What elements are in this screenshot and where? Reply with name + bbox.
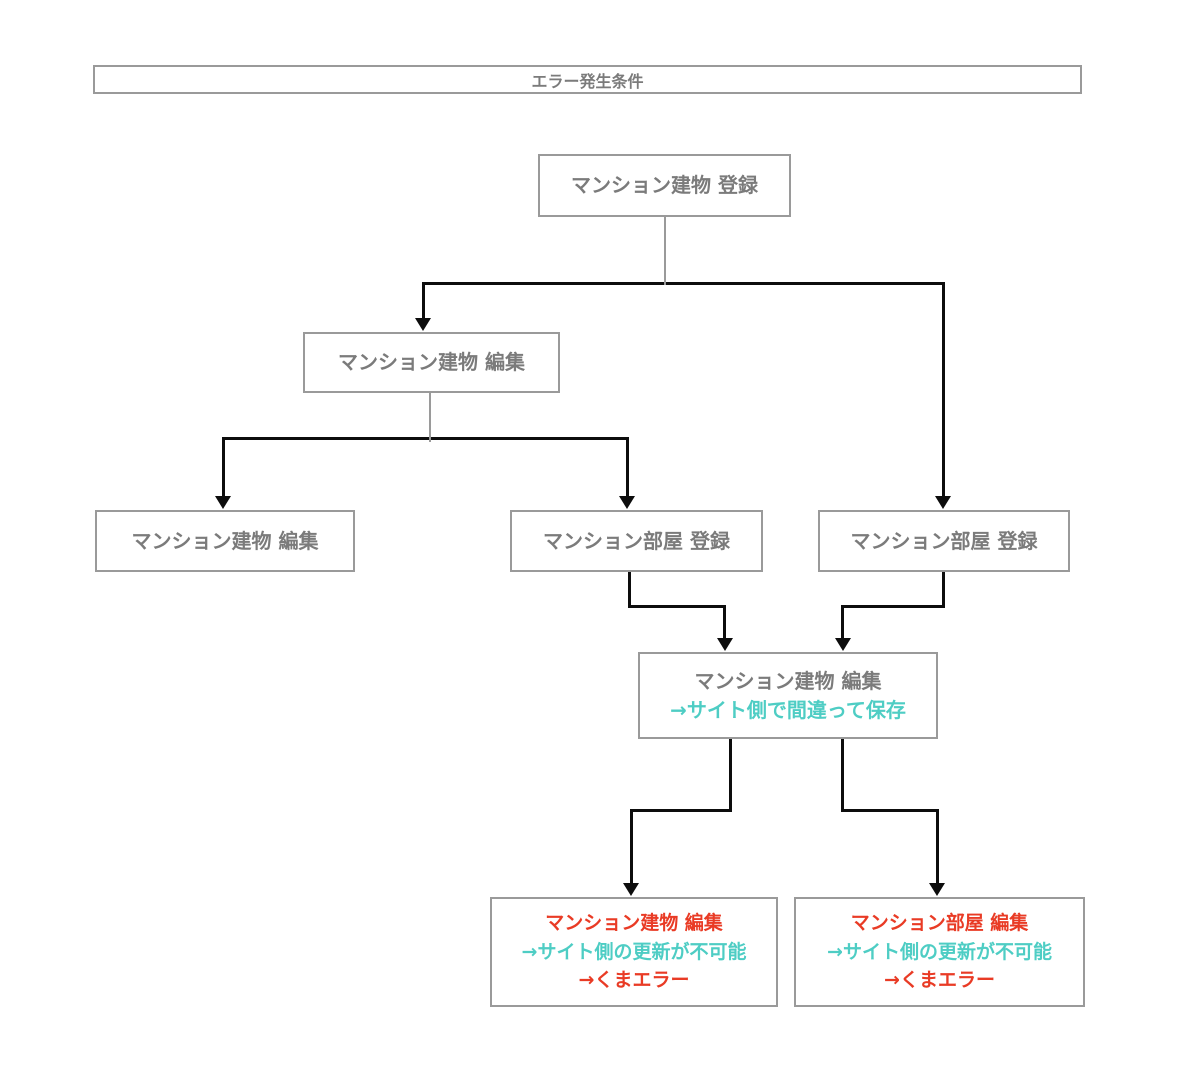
node-label: マンション建物 編集 xyxy=(694,668,882,693)
node-note: →サイト側の更新が不可能 xyxy=(521,940,747,963)
node-edit-building-wrong-save: マンション建物 編集 →サイト側で間違って保存 xyxy=(638,652,938,739)
arrowhead-to-edit-mid xyxy=(415,318,431,331)
node-label: マンション建物 登録 xyxy=(571,173,758,197)
node-error-edit-room: マンション部屋 編集 →サイト側の更新が不可能 →くまエラー xyxy=(794,897,1085,1007)
connector-converge-right-down xyxy=(841,739,844,812)
node-label: マンション建物 編集 xyxy=(545,912,723,935)
arrowhead-error-building xyxy=(623,883,639,896)
connector-converge-to-error-building xyxy=(630,809,633,886)
node-register-room-right: マンション部屋 登録 xyxy=(818,510,1070,572)
connector-room-right-to-converge xyxy=(841,605,844,640)
node-error-edit-building: マンション建物 編集 →サイト側の更新が不可能 →くまエラー xyxy=(490,897,778,1007)
node-edit-building-left: マンション建物 編集 xyxy=(95,510,355,572)
node-label: マンション部屋 登録 xyxy=(850,528,1038,553)
connector-root-to-room-right xyxy=(942,282,945,496)
diagram-title: エラー発生条件 xyxy=(531,71,644,91)
connector-root-stub xyxy=(664,217,666,285)
node-label: マンション建物 編集 xyxy=(338,350,525,374)
arrowhead-converge-left xyxy=(717,638,733,651)
diagram-title-box: エラー発生条件 xyxy=(93,65,1082,94)
node-register-building: マンション建物 登録 xyxy=(538,154,791,217)
arrowhead-error-room xyxy=(929,883,945,896)
connector-edit-mid-branch xyxy=(223,437,628,440)
connector-converge-to-error-room xyxy=(936,809,939,886)
arrowhead-to-room-right xyxy=(935,496,951,509)
arrowhead-converge-right xyxy=(835,638,851,651)
node-note: →サイト側の更新が不可能 xyxy=(827,940,1052,963)
connector-root-branch xyxy=(423,282,944,285)
arrowhead-to-edit-left xyxy=(215,496,231,509)
connector-room-right-jog xyxy=(843,605,944,608)
connector-room-center-to-converge xyxy=(723,605,726,640)
connector-room-right-down xyxy=(942,572,945,608)
connector-room-center-jog xyxy=(628,605,726,608)
connector-edit-mid-stub xyxy=(429,393,431,442)
node-label: マンション部屋 編集 xyxy=(850,912,1029,935)
node-result: →くまエラー xyxy=(884,969,995,992)
connector-root-to-edit-mid xyxy=(422,282,425,320)
node-edit-building-mid: マンション建物 編集 xyxy=(303,332,560,393)
node-label: マンション部屋 登録 xyxy=(543,528,730,553)
connector-converge-left-down xyxy=(729,739,732,812)
connector-edit-mid-to-edit-left xyxy=(222,437,225,498)
connector-room-center-down xyxy=(628,572,631,608)
node-register-room-center: マンション部屋 登録 xyxy=(510,510,763,572)
node-label: マンション建物 編集 xyxy=(131,528,319,553)
connector-converge-left-jog xyxy=(631,809,732,812)
node-result: →くまエラー xyxy=(578,969,690,992)
connector-edit-mid-to-room-center xyxy=(626,437,629,498)
node-note: →サイト側で間違って保存 xyxy=(670,697,906,722)
arrowhead-to-room-center xyxy=(619,496,635,509)
connector-converge-right-jog xyxy=(841,809,939,812)
